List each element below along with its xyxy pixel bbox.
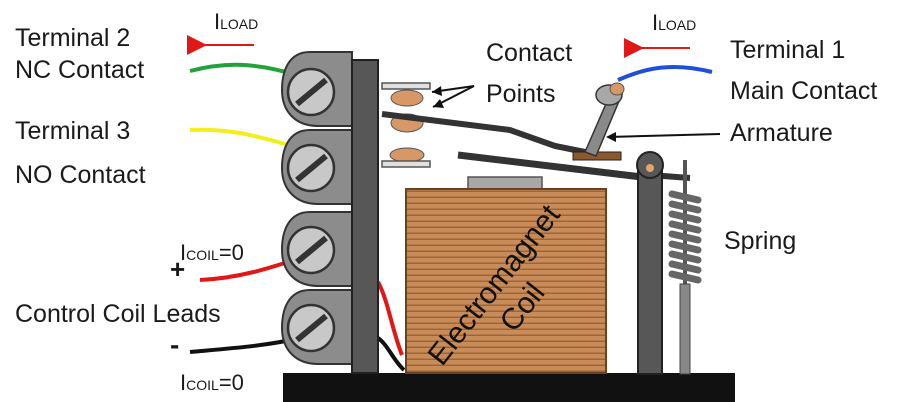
load-current-label-left: ILOAD xyxy=(214,9,258,34)
main-contact-wire xyxy=(617,65,713,82)
no-contact-point xyxy=(389,147,425,163)
control-coil-leads-label: Control Coil Leads xyxy=(15,300,221,328)
main-contact-point xyxy=(609,82,625,96)
contact-points-label-line2: Points xyxy=(486,80,555,108)
armature-bar xyxy=(457,151,651,182)
terminal-2 xyxy=(280,51,353,127)
nc-contact-plate xyxy=(381,82,431,90)
minus-sign: - xyxy=(170,329,179,360)
coil-current-label-bottom: ICOIL=0 xyxy=(180,370,244,395)
coil-lead-red xyxy=(376,281,404,356)
coil-current-label-top: ICOIL=0 xyxy=(180,240,244,265)
electromagnet-coil xyxy=(405,188,607,374)
coil-terminal-minus xyxy=(280,289,353,365)
terminal2-label-line2: NC Contact xyxy=(15,56,144,84)
terminal1-label-line2: Main Contact xyxy=(730,77,877,105)
terminal3-label-line2: NO Contact xyxy=(15,161,146,189)
terminal-3 xyxy=(280,129,353,205)
terminal1-label-line1: Terminal 1 xyxy=(730,36,845,64)
armature-pointer xyxy=(607,133,721,138)
nc-contact-point xyxy=(390,89,424,107)
pivot-post xyxy=(636,151,664,375)
plus-sign: + xyxy=(170,254,185,284)
no-contact-plate xyxy=(381,160,431,168)
terminal2-label-line1: Terminal 2 xyxy=(15,24,130,52)
moving-contact-arm xyxy=(381,111,586,155)
spring xyxy=(668,160,702,375)
no-wire xyxy=(189,127,301,150)
spring-label: Spring xyxy=(724,227,796,255)
contact-points-label-line1: Contact xyxy=(486,39,572,67)
load-current-label-right: ILOAD xyxy=(652,10,696,35)
coil-terminal-plus xyxy=(280,211,353,287)
base-plate xyxy=(283,373,735,402)
terminal3-label-line1: Terminal 3 xyxy=(15,117,130,145)
pole-piece xyxy=(467,176,543,190)
armature-label: Armature xyxy=(730,119,833,147)
coil-lead-black xyxy=(376,336,406,372)
frame-bar xyxy=(351,59,379,374)
